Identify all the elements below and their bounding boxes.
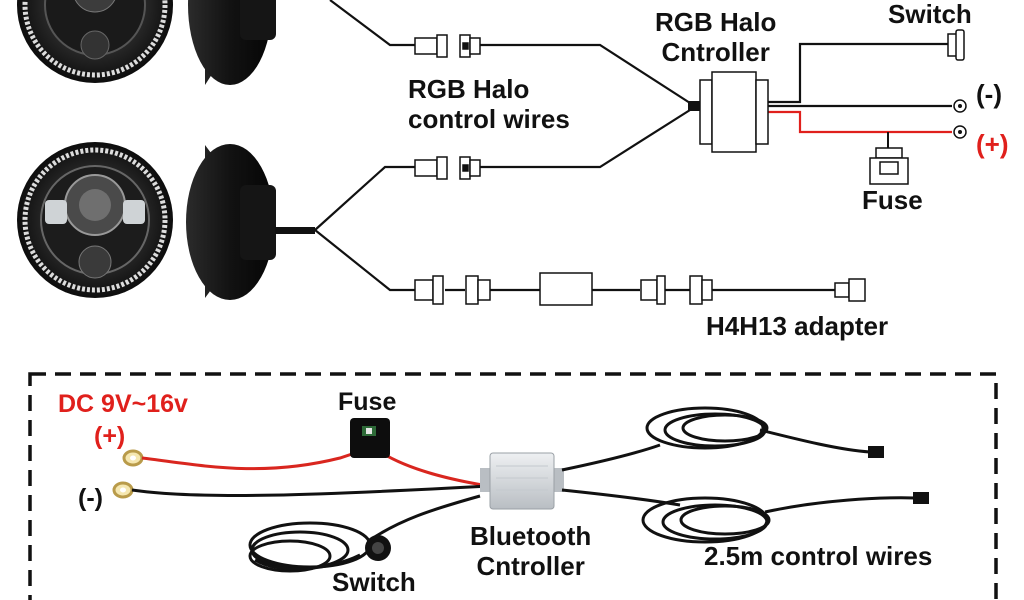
control-wire-plug-lower-icon [913, 492, 929, 504]
negative-bottom-label: (-) [78, 484, 103, 512]
harness-bundle-icon [275, 227, 315, 234]
rgb-halo-controller-icon [699, 71, 769, 153]
ring-terminal-negative-icon [112, 481, 134, 499]
control-wire-coil-upper-icon [561, 406, 871, 472]
rgb-halo-controller-label: RGB Halo Cntroller [655, 7, 777, 68]
connector-lower-female-icon [459, 156, 481, 180]
h4h13-adapter-label: H4H13 adapter [706, 311, 889, 341]
ring-terminal-positive-icon [122, 449, 144, 467]
voltage-label: DC 9V~16v [58, 390, 188, 418]
rgb-halo-control-wires-label: RGB Halo control wires [408, 74, 570, 135]
h4h13-plug-icon [834, 278, 866, 302]
push-switch-icon [365, 535, 391, 561]
fuse-holder-top-icon [869, 147, 909, 185]
rgb-halo-controller-label-line2: Cntroller [661, 36, 770, 67]
negative-wire-bottom [131, 484, 491, 497]
ring-terminal-top-negative-icon [953, 99, 967, 113]
fuse-bottom-label: Fuse [338, 388, 397, 416]
adapter-chain-icons [414, 272, 713, 306]
connector-upper-male-icon [414, 34, 448, 58]
fuse-holder-bottom-icon [350, 418, 390, 458]
headlight-top-back-icon [188, 0, 276, 85]
control-wires-label-line1: RGB Halo [408, 74, 530, 104]
headlight-bottom-back-icon [186, 144, 276, 300]
bluetooth-controller-label-line1: Bluetooth [470, 521, 592, 551]
bluetooth-controller-icon [480, 452, 564, 510]
positive-bottom-label: (+) [94, 422, 126, 450]
rgb-halo-controller-label-line1: RGB Halo [655, 7, 777, 37]
bluetooth-controller-label: Bluetooth Cntroller [470, 521, 592, 582]
bluetooth-kit-dashed-border [28, 372, 998, 600]
positive-top-label: (+) [976, 129, 1009, 159]
switch-bottom-label: Switch [332, 567, 416, 597]
positive-wire-bottom [141, 450, 359, 471]
control-wires-bottom-label: 2.5m control wires [704, 541, 933, 571]
positive-wire-top [768, 110, 952, 134]
headlight-bottom-front-icon [17, 142, 173, 298]
headlight-top-front-icon [17, 0, 173, 83]
negative-top-label: (-) [976, 79, 1002, 109]
connector-upper-female-icon [459, 34, 481, 58]
top-wiring [275, 0, 952, 292]
switch-top-label: Switch [888, 0, 972, 29]
bluetooth-controller-label-line2: Cntroller [476, 550, 585, 581]
control-wires-label-line2: control wires [408, 103, 570, 134]
ring-terminal-top-positive-icon [953, 125, 967, 139]
control-wire-plug-upper-icon [868, 446, 884, 458]
control-wire-coil-lower-icon [561, 488, 916, 544]
switch-top-icon [947, 29, 965, 61]
fuse-top-label: Fuse [862, 185, 923, 215]
switch-coil-icon [248, 494, 481, 573]
connector-lower-male-icon [414, 156, 448, 180]
